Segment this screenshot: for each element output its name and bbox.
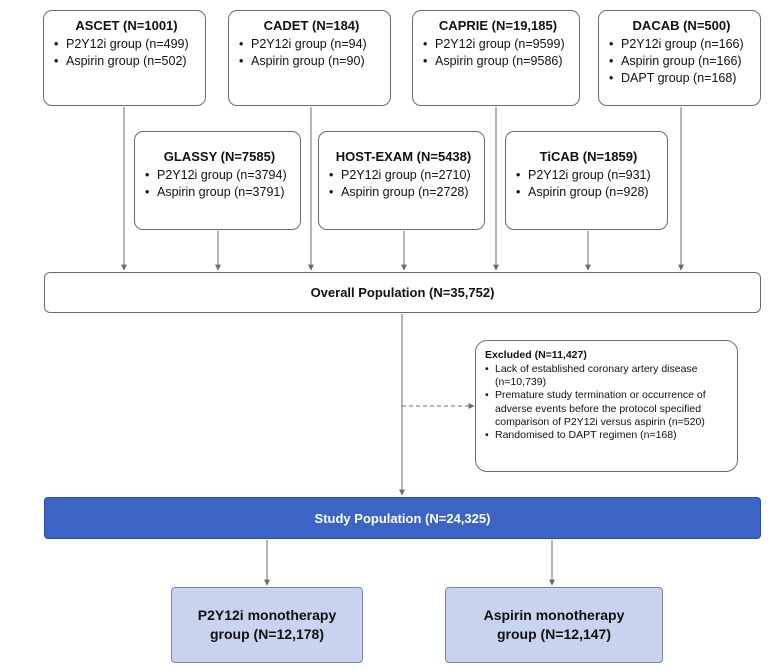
study-population-label: Study Population (N=24,325) bbox=[314, 510, 491, 526]
trial-title: HOST-EXAM (N=5438) bbox=[335, 149, 472, 164]
trial-item: Aspirin group (n=9586) bbox=[423, 53, 573, 70]
trial-ascet: ASCET (N=1001) P2Y12i group (n=499) Aspi… bbox=[43, 10, 206, 106]
p2y12i-arm-box: P2Y12i monotherapy group (N=12,178) bbox=[171, 587, 363, 663]
arm-label-line: group (N=12,178) bbox=[210, 626, 324, 642]
trial-item: P2Y12i group (n=166) bbox=[609, 36, 754, 53]
excluded-item: Lack of established coronary artery dise… bbox=[485, 363, 731, 389]
trial-item: P2Y12i group (n=499) bbox=[54, 36, 199, 53]
trial-title: GLASSY (N=7585) bbox=[163, 149, 276, 164]
trial-item: P2Y12i group (n=3794) bbox=[145, 167, 294, 184]
trial-cadet: CADET (N=184) P2Y12i group (n=94) Aspiri… bbox=[228, 10, 391, 106]
arm-label-line: Aspirin monotherapy bbox=[483, 607, 625, 623]
trial-dacab: DACAB (N=500) P2Y12i group (n=166) Aspir… bbox=[598, 10, 761, 106]
trial-caprie: CAPRIE (N=19,185) P2Y12i group (n=9599) … bbox=[412, 10, 580, 106]
trial-ticab: TiCAB (N=1859) P2Y12i group (n=931) Aspi… bbox=[505, 131, 668, 230]
excluded-item: Randomised to DAPT regimen (n=168) bbox=[485, 429, 731, 442]
trial-title: DACAB (N=500) bbox=[632, 18, 731, 33]
trial-item: Aspirin group (n=928) bbox=[516, 184, 661, 201]
trial-item: P2Y12i group (n=9599) bbox=[423, 36, 573, 53]
trial-item: P2Y12i group (n=931) bbox=[516, 167, 661, 184]
trial-title: CAPRIE (N=19,185) bbox=[438, 18, 558, 33]
trial-item: Aspirin group (n=3791) bbox=[145, 184, 294, 201]
trial-item: DAPT group (n=168) bbox=[609, 70, 754, 87]
arm-label-line: group (N=12,147) bbox=[497, 626, 611, 642]
excluded-title: Excluded (N=11,427) bbox=[485, 349, 587, 361]
trial-item: Aspirin group (n=166) bbox=[609, 53, 754, 70]
arm-label-line: P2Y12i monotherapy bbox=[197, 607, 337, 623]
trial-glassy: GLASSY (N=7585) P2Y12i group (n=3794) As… bbox=[134, 131, 301, 230]
trial-item: Aspirin group (n=90) bbox=[239, 53, 384, 70]
trial-title: ASCET (N=1001) bbox=[75, 18, 178, 33]
overall-population-box: Overall Population (N=35,752) bbox=[44, 272, 761, 313]
trial-title: TiCAB (N=1859) bbox=[539, 149, 638, 164]
aspirin-arm-box: Aspirin monotherapy group (N=12,147) bbox=[445, 587, 663, 663]
study-population-box: Study Population (N=24,325) bbox=[44, 497, 761, 539]
trial-host-exam: HOST-EXAM (N=5438) P2Y12i group (n=2710)… bbox=[318, 131, 485, 230]
overall-population-label: Overall Population (N=35,752) bbox=[310, 285, 495, 300]
trial-item: P2Y12i group (n=94) bbox=[239, 36, 384, 53]
excluded-item: Premature study termination or occurrenc… bbox=[485, 389, 731, 429]
trial-item: Aspirin group (n=502) bbox=[54, 53, 199, 70]
trial-item: P2Y12i group (n=2710) bbox=[329, 167, 478, 184]
excluded-box: Excluded (N=11,427) Lack of established … bbox=[475, 340, 738, 472]
trial-title: CADET (N=184) bbox=[263, 18, 360, 33]
trial-item: Aspirin group (n=2728) bbox=[329, 184, 478, 201]
